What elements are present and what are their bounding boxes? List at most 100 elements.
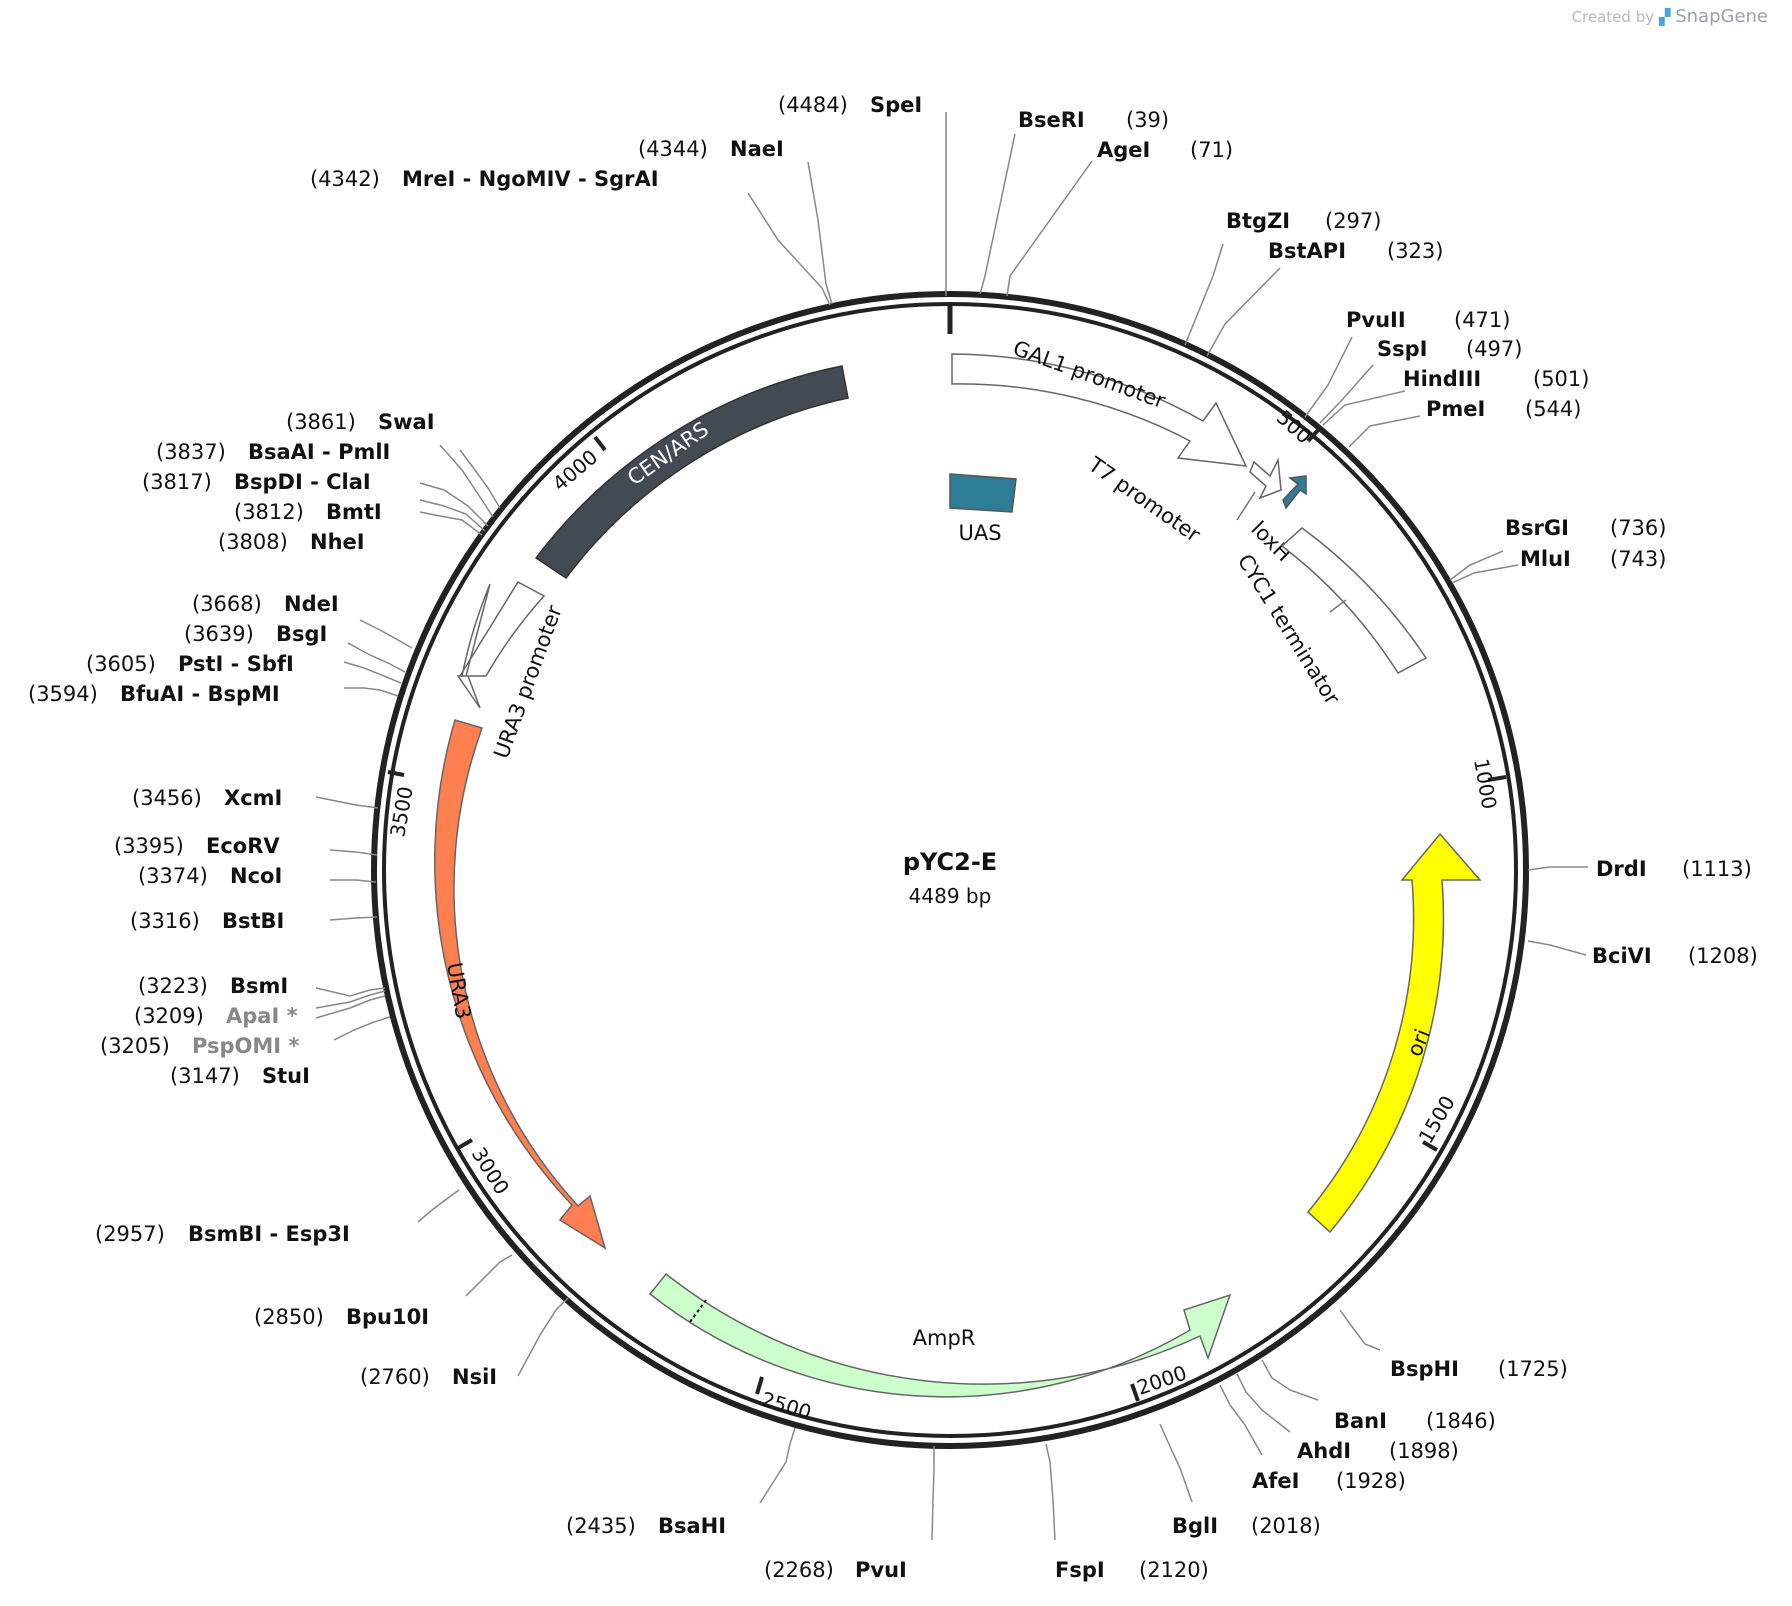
site-bspdi-clai[interactable]: (3817)BspDI - ClaI: [142, 470, 371, 494]
svg-text:NsiI: NsiI: [452, 1365, 497, 1389]
site-bstapi[interactable]: BstAPI(323): [1268, 239, 1443, 263]
svg-text:(2850): (2850): [254, 1305, 324, 1329]
site-afei[interactable]: AfeI(1928): [1252, 1469, 1406, 1493]
feature-ura3-arrow[interactable]: [433, 719, 607, 1250]
feature-uas-box[interactable]: [949, 473, 1017, 513]
feature-ampr-arrow[interactable]: [648, 1272, 1232, 1398]
svg-text:(1928): (1928): [1336, 1469, 1406, 1493]
svg-text:NdeI: NdeI: [284, 592, 339, 616]
site-bstbi[interactable]: (3316)BstBI: [130, 909, 284, 933]
svg-text:(743): (743): [1610, 547, 1666, 571]
svg-text:BsmBI - Esp3I: BsmBI - Esp3I: [188, 1222, 350, 1246]
svg-text:PstI - SbfI: PstI - SbfI: [178, 652, 294, 676]
site-bfuai-bspmi[interactable]: (3594)BfuAI - BspMI: [28, 682, 280, 706]
svg-text:(3209): (3209): [134, 1004, 204, 1028]
site-labels-left: (2268)PvuI (2435)BsaHI (2760) NsiI (2850)…: [28, 93, 922, 1582]
svg-text:BciVI: BciVI: [1592, 944, 1652, 968]
site-mlui[interactable]: MluI(743): [1520, 547, 1666, 571]
site-bsphi[interactable]: BspHI(1725): [1390, 1357, 1568, 1381]
svg-text:BsaAI - PmlI: BsaAI - PmlI: [248, 440, 390, 464]
svg-text:BtgZI: BtgZI: [1226, 209, 1290, 233]
svg-text:(736): (736): [1610, 516, 1666, 540]
site-mrei-ngomiv-sgrai[interactable]: (4342)MreI - NgoMIV - SgrAI: [310, 167, 659, 191]
svg-text:(1725): (1725): [1498, 1357, 1568, 1381]
svg-text:BmtI: BmtI: [326, 500, 382, 524]
svg-text:BsgI: BsgI: [276, 622, 327, 646]
feature-cen-ars-box[interactable]: [534, 365, 849, 580]
site-nhei[interactable]: (3808) NheI: [218, 530, 365, 554]
feature-cyc1-terminator-leader: [1329, 599, 1347, 613]
svg-text:SwaI: SwaI: [378, 410, 435, 434]
site-bgli[interactable]: BglI(2018): [1172, 1514, 1321, 1538]
svg-text:(2957): (2957): [95, 1222, 165, 1246]
site-ahdi[interactable]: AhdI(1898): [1297, 1439, 1459, 1463]
feature-gal1-promoter-arrow[interactable]: [951, 353, 1248, 467]
site-psti-sbfi[interactable]: (3605) PstI - SbfI: [86, 652, 294, 676]
svg-text:XcmI: XcmI: [224, 786, 282, 810]
svg-text:(3316): (3316): [130, 909, 200, 933]
svg-text:(3223): (3223): [138, 974, 208, 998]
site-naei[interactable]: (4344)NaeI: [638, 137, 784, 161]
site-drdi[interactable]: DrdI(1113): [1596, 857, 1752, 881]
svg-text:(1208): (1208): [1688, 944, 1758, 968]
site-bsgi[interactable]: (3639) BsgI: [184, 622, 327, 646]
svg-text:AgeI: AgeI: [1097, 138, 1150, 162]
site-pvuii[interactable]: PvuII(471): [1346, 308, 1510, 332]
site-bcivi[interactable]: BciVI (1208): [1592, 944, 1758, 968]
site-sspi[interactable]: SspI(497): [1377, 337, 1522, 361]
feature-ampr-divider: [689, 1299, 707, 1323]
site-bseri[interactable]: BseRI(39): [1018, 108, 1169, 132]
svg-text:(3639): (3639): [184, 622, 254, 646]
feature-loxh-arrow[interactable]: [1282, 475, 1307, 510]
svg-text:SspI: SspI: [1377, 337, 1427, 361]
plasmid-name: pYC2-E: [903, 848, 997, 876]
site-bsrgi[interactable]: BsrGI(736): [1505, 516, 1666, 540]
site-fspi[interactable]: FspI(2120): [1055, 1558, 1209, 1582]
snapgene-logo-icon: ▞: [1658, 8, 1671, 26]
site-apai[interactable]: (3209)ApaI *: [134, 1004, 298, 1028]
svg-text:NcoI: NcoI: [230, 864, 282, 888]
site-bsahi[interactable]: (2435)BsaHI: [566, 1514, 726, 1538]
svg-text:(2760): (2760): [360, 1365, 430, 1389]
svg-text:(3395): (3395): [114, 834, 184, 858]
site-bpu10i[interactable]: (2850)Bpu10I: [254, 1305, 429, 1329]
svg-text:(3605): (3605): [86, 652, 156, 676]
site-ncoi[interactable]: (3374)NcoI: [138, 864, 282, 888]
feature-t7-promoter-label: T7 promoter: [1083, 452, 1205, 547]
site-pspomi[interactable]: (3205)PspOMI *: [100, 1034, 299, 1058]
svg-text:(471): (471): [1454, 308, 1510, 332]
svg-text:(3808): (3808): [218, 530, 288, 554]
feature-cyc1-terminator-box[interactable]: [1280, 527, 1428, 674]
svg-text:(3147): (3147): [170, 1064, 240, 1088]
tick-1500: 1500: [1414, 1091, 1460, 1152]
site-hindiii[interactable]: HindIII(501): [1403, 367, 1589, 391]
svg-text:(3817): (3817): [142, 470, 212, 494]
site-xcmi[interactable]: (3456)XcmI: [132, 786, 282, 810]
site-bsmi[interactable]: (3223)BsmI: [138, 974, 288, 998]
site-spei[interactable]: (4484)SpeI: [778, 93, 922, 117]
site-bsaai-pmli[interactable]: (3837)BsaAI - PmlI: [156, 440, 390, 464]
site-bsmbi-esp3i[interactable]: (2957) BsmBI - Esp3I: [95, 1222, 350, 1246]
site-btgzi[interactable]: BtgZI (297): [1226, 209, 1381, 233]
site-ecorv[interactable]: (3395)EcoRV: [114, 834, 280, 858]
svg-text:(2120): (2120): [1139, 1558, 1209, 1582]
site-agei[interactable]: AgeI(71): [1097, 138, 1233, 162]
feature-ura3-promoter-arrow[interactable]: [456, 581, 546, 709]
feature-t7-promoter-arrow[interactable]: [1249, 457, 1282, 500]
site-pvui[interactable]: (2268)PvuI: [764, 1558, 907, 1582]
svg-text:NheI: NheI: [310, 530, 365, 554]
site-ndei[interactable]: (3668)NdeI: [192, 592, 339, 616]
svg-text:(4484): (4484): [778, 93, 848, 117]
svg-text:(297): (297): [1325, 209, 1381, 233]
site-bmti[interactable]: (3812)BmtI: [234, 500, 382, 524]
site-pmei[interactable]: PmeI(544): [1426, 397, 1581, 421]
site-swai[interactable]: (3861)SwaI: [286, 410, 435, 434]
site-bani[interactable]: BanI(1846): [1334, 1409, 1496, 1433]
site-leaders: [315, 112, 1588, 1541]
svg-text:PspOMI *: PspOMI *: [192, 1034, 299, 1058]
site-labels: BseRI(39) AgeI(71) BtgZI (297) BstAPI(323…: [1018, 108, 1758, 1582]
site-stui[interactable]: (3147)StuI: [170, 1064, 310, 1088]
site-nsii[interactable]: (2760) NsiI: [360, 1365, 497, 1389]
feature-ori-arrow[interactable]: [1306, 832, 1482, 1234]
